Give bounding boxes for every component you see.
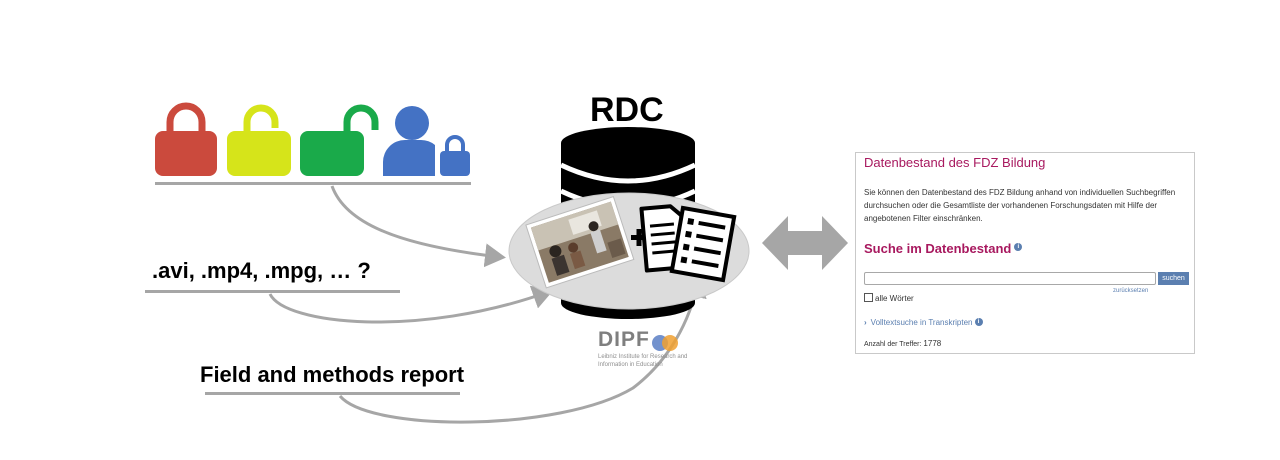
report-arrow [338,276,707,424]
all-words-checkbox[interactable] [864,293,873,302]
hits-count: 1778 [923,339,942,348]
bidirectional-arrow-icon [762,216,848,270]
search-heading-text: Suche im Datenbestand [864,241,1012,256]
plus-icon [631,229,647,246]
dipf-subtitle-line1: Leibniz Institute for Research and [598,354,688,360]
fdz-search-panel: Datenbestand des FDZ Bildung Sie können … [855,152,1195,354]
rdc-title: RDC [590,91,664,129]
panel-description: Sie können den Datenbestand des FDZ Bild… [864,188,1176,223]
classroom-video-image [525,196,635,289]
dipf-logo: DIPF Leibniz Institute for Research and … [598,329,698,369]
hits-count-row: Anzahl der Treffer: 1778 [864,339,941,348]
info-icon[interactable]: i [1014,243,1023,251]
user-lock-blue-icon [383,106,470,176]
fulltext-link-text[interactable]: Volltextsuche in Transkripten [870,318,973,327]
dipf-subtitle: Leibniz Institute for Research and Infor… [598,353,698,369]
access-arrow [330,185,506,268]
report-underline [205,392,460,395]
lock-closed-red-icon [155,102,217,176]
formats-arrow [268,285,554,324]
chevron-right-icon: › [864,318,867,327]
dipf-circles-icon [652,335,678,351]
file-formats-label: .avi, .mp4, .mpg, … ? [152,258,371,283]
checklist-icon [669,205,737,283]
info-icon[interactable]: i [974,318,983,326]
lock-open-yellow-icon [227,104,291,176]
data-bundle [508,192,750,310]
reset-link[interactable]: zurücksetzen [1113,288,1149,294]
dipf-name: DIPF [598,328,650,351]
formats-underline [145,290,400,293]
access-underline [155,182,471,185]
all-words-label: alle Wörter [875,294,914,303]
lock-open-green-icon [300,104,379,176]
field-methods-report-label: Field and methods report [200,362,465,387]
dipf-subtitle-line2: Information in Education [598,362,663,368]
all-words-option[interactable]: alle Wörter [864,293,914,303]
panel-title: Datenbestand des FDZ Bildung [864,155,1046,170]
search-input[interactable] [864,272,1156,285]
search-button[interactable]: suchen [1158,272,1189,285]
hits-label: Anzahl der Treffer: [864,341,922,348]
access-icons [155,102,470,176]
